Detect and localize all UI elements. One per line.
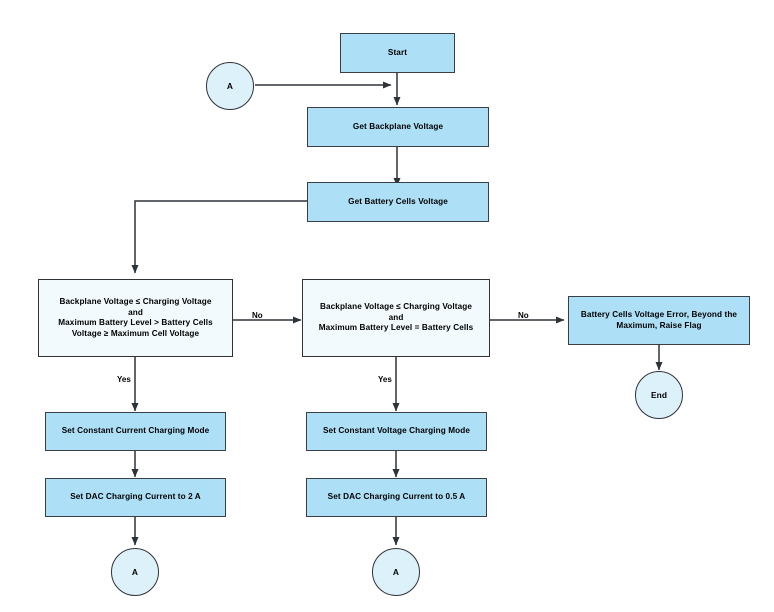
node-decision-two[interactable]: Backplane Voltage ≤ Charging Voltage and… [302,279,490,357]
edge-label-no-one: No [252,311,263,320]
connector-a-bottom-left[interactable]: A [111,548,159,596]
node-set-dac-current-05a[interactable]: Set DAC Charging Current to 0.5 A [306,478,487,517]
node-set-dac-current-2a-label: Set DAC Charging Current to 2 A [70,492,201,502]
connector-a-top[interactable]: A [206,62,254,110]
node-end[interactable]: End [635,371,683,419]
connector-a-top-label: A [226,80,234,91]
edge-label-no-two: No [518,311,529,320]
edge-cells-to-decision-one [131,200,307,274]
node-set-constant-current-mode[interactable]: Set Constant Current Charging Mode [45,412,226,451]
node-end-label: End [650,389,668,400]
node-set-dac-current-2a[interactable]: Set DAC Charging Current to 2 A [45,478,226,517]
connector-a-bottom-right-label: A [392,566,400,577]
node-decision-two-label: Backplane Voltage ≤ Charging Voltage and… [318,302,474,333]
connector-a-bottom-left-label: A [131,566,139,577]
node-decision-one[interactable]: Backplane Voltage ≤ Charging Voltage and… [38,279,233,357]
node-start[interactable]: Start [340,33,455,73]
node-start-label: Start [387,47,408,57]
edge-label-yes-two: Yes [378,375,392,384]
node-decision-one-label: Backplane Voltage ≤ Charging Voltage and… [58,297,213,338]
node-battery-cells-voltage-error-label: Battery Cells Voltage Error, Beyond the … [580,310,738,330]
node-get-battery-cells-voltage-label: Get Battery Cells Voltage [348,196,448,206]
node-set-constant-voltage-mode-label: Set Constant Voltage Charging Mode [323,426,470,436]
node-battery-cells-voltage-error[interactable]: Battery Cells Voltage Error, Beyond the … [568,296,750,345]
connector-a-bottom-right[interactable]: A [372,548,420,596]
node-set-constant-current-mode-label: Set Constant Current Charging Mode [61,426,210,436]
edge-label-yes-one: Yes [117,375,131,384]
node-set-dac-current-05a-label: Set DAC Charging Current to 0.5 A [327,492,466,502]
node-get-backplane-voltage-label: Get Backplane Voltage [352,121,444,131]
node-get-backplane-voltage[interactable]: Get Backplane Voltage [307,107,489,147]
node-get-battery-cells-voltage[interactable]: Get Battery Cells Voltage [307,182,489,222]
node-set-constant-voltage-mode[interactable]: Set Constant Voltage Charging Mode [306,412,487,451]
